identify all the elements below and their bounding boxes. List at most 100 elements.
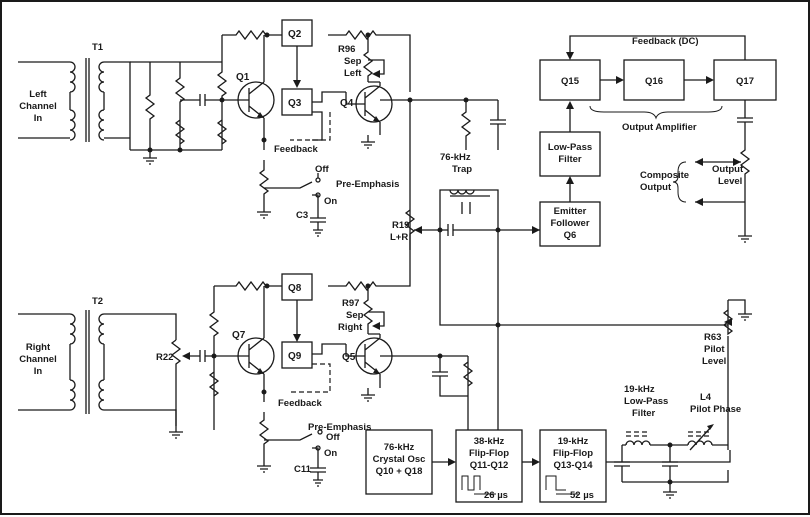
left-channel-section: Left Channel In T1 Q1 xyxy=(18,19,506,250)
block-q16-label: Q16 xyxy=(645,76,663,87)
right-channel-label-1: Right xyxy=(26,342,51,353)
right-channel-section: Right Channel In T2 R22 Q7 Q8 Q9 xyxy=(18,230,752,487)
resistor-r22-label: R22 xyxy=(156,352,173,363)
ff38-label-1: 38-kHz xyxy=(474,436,505,447)
transistor-q5-label: Q5 xyxy=(342,352,356,363)
transistor-q1 xyxy=(237,81,275,119)
transistor-q4-label: Q4 xyxy=(340,98,354,109)
trap-label-2: Trap xyxy=(452,164,472,175)
q1-emitter-resistor xyxy=(258,140,270,205)
block-q15-label: Q15 xyxy=(561,76,580,87)
transistor-q1-leads xyxy=(240,35,265,140)
block-q2-label: Q2 xyxy=(288,29,302,40)
osc-label-1: 76-kHz xyxy=(384,442,415,453)
right-channel-label-2: Channel xyxy=(19,354,56,365)
block-low-pass-filter xyxy=(539,131,601,177)
left-channel-label-2: Channel xyxy=(19,101,56,112)
resistor-r19 xyxy=(404,209,416,250)
transistor-q1-label: Q1 xyxy=(236,72,250,83)
emitter-follower-label-3: Q6 xyxy=(564,230,577,241)
sep-left-label-3: Left xyxy=(344,68,362,79)
right-feedback-label: Feedback xyxy=(278,398,323,409)
bottom-section: 76-kHz Crystal Osc Q10 + Q18 38-kHz Flip… xyxy=(365,384,741,503)
right-on-label: On xyxy=(324,448,337,459)
sep-left-label-1: R96 xyxy=(338,44,355,55)
block-38khz-flip-flop xyxy=(455,429,523,503)
sep-right-label-2: Sep xyxy=(346,310,364,321)
sep-right-label-3: Right xyxy=(338,322,363,333)
right-pre-emphasis-label: Pre-Emphasis xyxy=(308,422,371,433)
pilot-r63-label-2: Pilot xyxy=(704,344,725,355)
left-top-resistor xyxy=(222,29,282,41)
ground-symbol xyxy=(143,150,157,165)
composite-label-1: Composite xyxy=(640,170,689,181)
block-q8 xyxy=(281,273,313,301)
block-19khz-flip-flop xyxy=(539,429,607,503)
feedback-dc-wire xyxy=(569,35,746,60)
capacitor-c11-label: C11 xyxy=(294,464,312,475)
transformer-t2 xyxy=(62,310,177,426)
composite-label-2: Output xyxy=(640,182,672,193)
emitter-follower-label-1: Emitter xyxy=(554,206,587,217)
pilot-filter-label-3: Filter xyxy=(632,408,656,419)
ff38-label-2: Flip-Flop xyxy=(469,448,509,459)
output-level-label-1: Output xyxy=(712,164,744,175)
transistor-q7-label: Q7 xyxy=(232,330,246,341)
block-q2 xyxy=(281,19,313,47)
emitter-follower-label-2: Follower xyxy=(550,218,589,229)
transistor-q7 xyxy=(237,337,275,375)
sep-right-label-1: R97 xyxy=(342,298,359,309)
pilot-r63-label-3: Level xyxy=(702,356,726,367)
left-coupling-cap xyxy=(180,94,240,106)
ff19-period: 52 µs xyxy=(570,490,594,501)
pilot-filter-inductor xyxy=(625,440,651,446)
ff38-label-3: Q11-Q12 xyxy=(470,460,509,471)
capacitor-c3 xyxy=(310,212,326,237)
block-q15 xyxy=(539,59,601,101)
left-input-wires xyxy=(18,61,62,139)
ff19-label-2: Flip-Flop xyxy=(553,448,593,459)
feedback-dc-label: Feedback (DC) xyxy=(632,36,699,47)
osc-label-3: Q10 + Q18 xyxy=(376,466,423,477)
r19-to-follower xyxy=(414,224,540,236)
left-pre-emphasis-label: Pre-Emphasis xyxy=(336,179,399,190)
block-crystal-osc xyxy=(365,429,433,495)
low-pass-label-2: Filter xyxy=(558,154,582,165)
transformer-t1-label: T1 xyxy=(92,42,104,53)
low-pass-label-1: Low-Pass xyxy=(548,142,592,153)
left-channel-label-1: Left xyxy=(29,89,47,100)
composite-brace xyxy=(672,161,687,203)
r19-label-2: L+R xyxy=(390,232,408,243)
output-amplifier-section: Feedback (DC) Q15 Q16 Q17 Output Amplifi… xyxy=(539,35,777,243)
resistor-r22 xyxy=(170,339,182,426)
pilot-filter-label-1: 19-kHz xyxy=(624,384,655,395)
center-section: R19 L+R 76-kHz Trap Emitter Follower Q6 … xyxy=(390,101,601,250)
capacitor-c3-label: C3 xyxy=(296,210,308,221)
transformer-t1 xyxy=(62,58,131,150)
sep-left-label-2: Sep xyxy=(344,56,362,67)
block-q16 xyxy=(623,59,685,101)
76khz-trap xyxy=(439,189,499,230)
output-amplifier-label: Output Amplifier xyxy=(622,122,697,133)
left-bias-resistor xyxy=(216,35,228,150)
block-q3 xyxy=(281,88,313,116)
pilot-phase-label-1: L4 xyxy=(700,392,712,403)
block-q17-label: Q17 xyxy=(736,76,754,87)
ff19-label-1: 19-kHz xyxy=(558,436,589,447)
block-q9 xyxy=(281,341,313,369)
block-q3-label: Q3 xyxy=(288,98,302,109)
ff38-period: 26 µs xyxy=(484,490,508,501)
right-off-label: Off xyxy=(326,432,341,443)
left-off-label: Off xyxy=(315,164,330,175)
pilot-phase-label-2: Pilot Phase xyxy=(690,404,741,415)
left-channel-bus xyxy=(380,99,498,250)
osc-label-2: Crystal Osc xyxy=(373,454,426,465)
left-q4-top-resistor xyxy=(328,29,411,92)
right-channel-label-3: In xyxy=(34,366,43,377)
left-channel-label-3: In xyxy=(34,113,43,124)
block-q17 xyxy=(713,59,777,101)
output-level-label-2: Level xyxy=(718,176,742,187)
left-feedback-label: Feedback xyxy=(274,144,319,155)
